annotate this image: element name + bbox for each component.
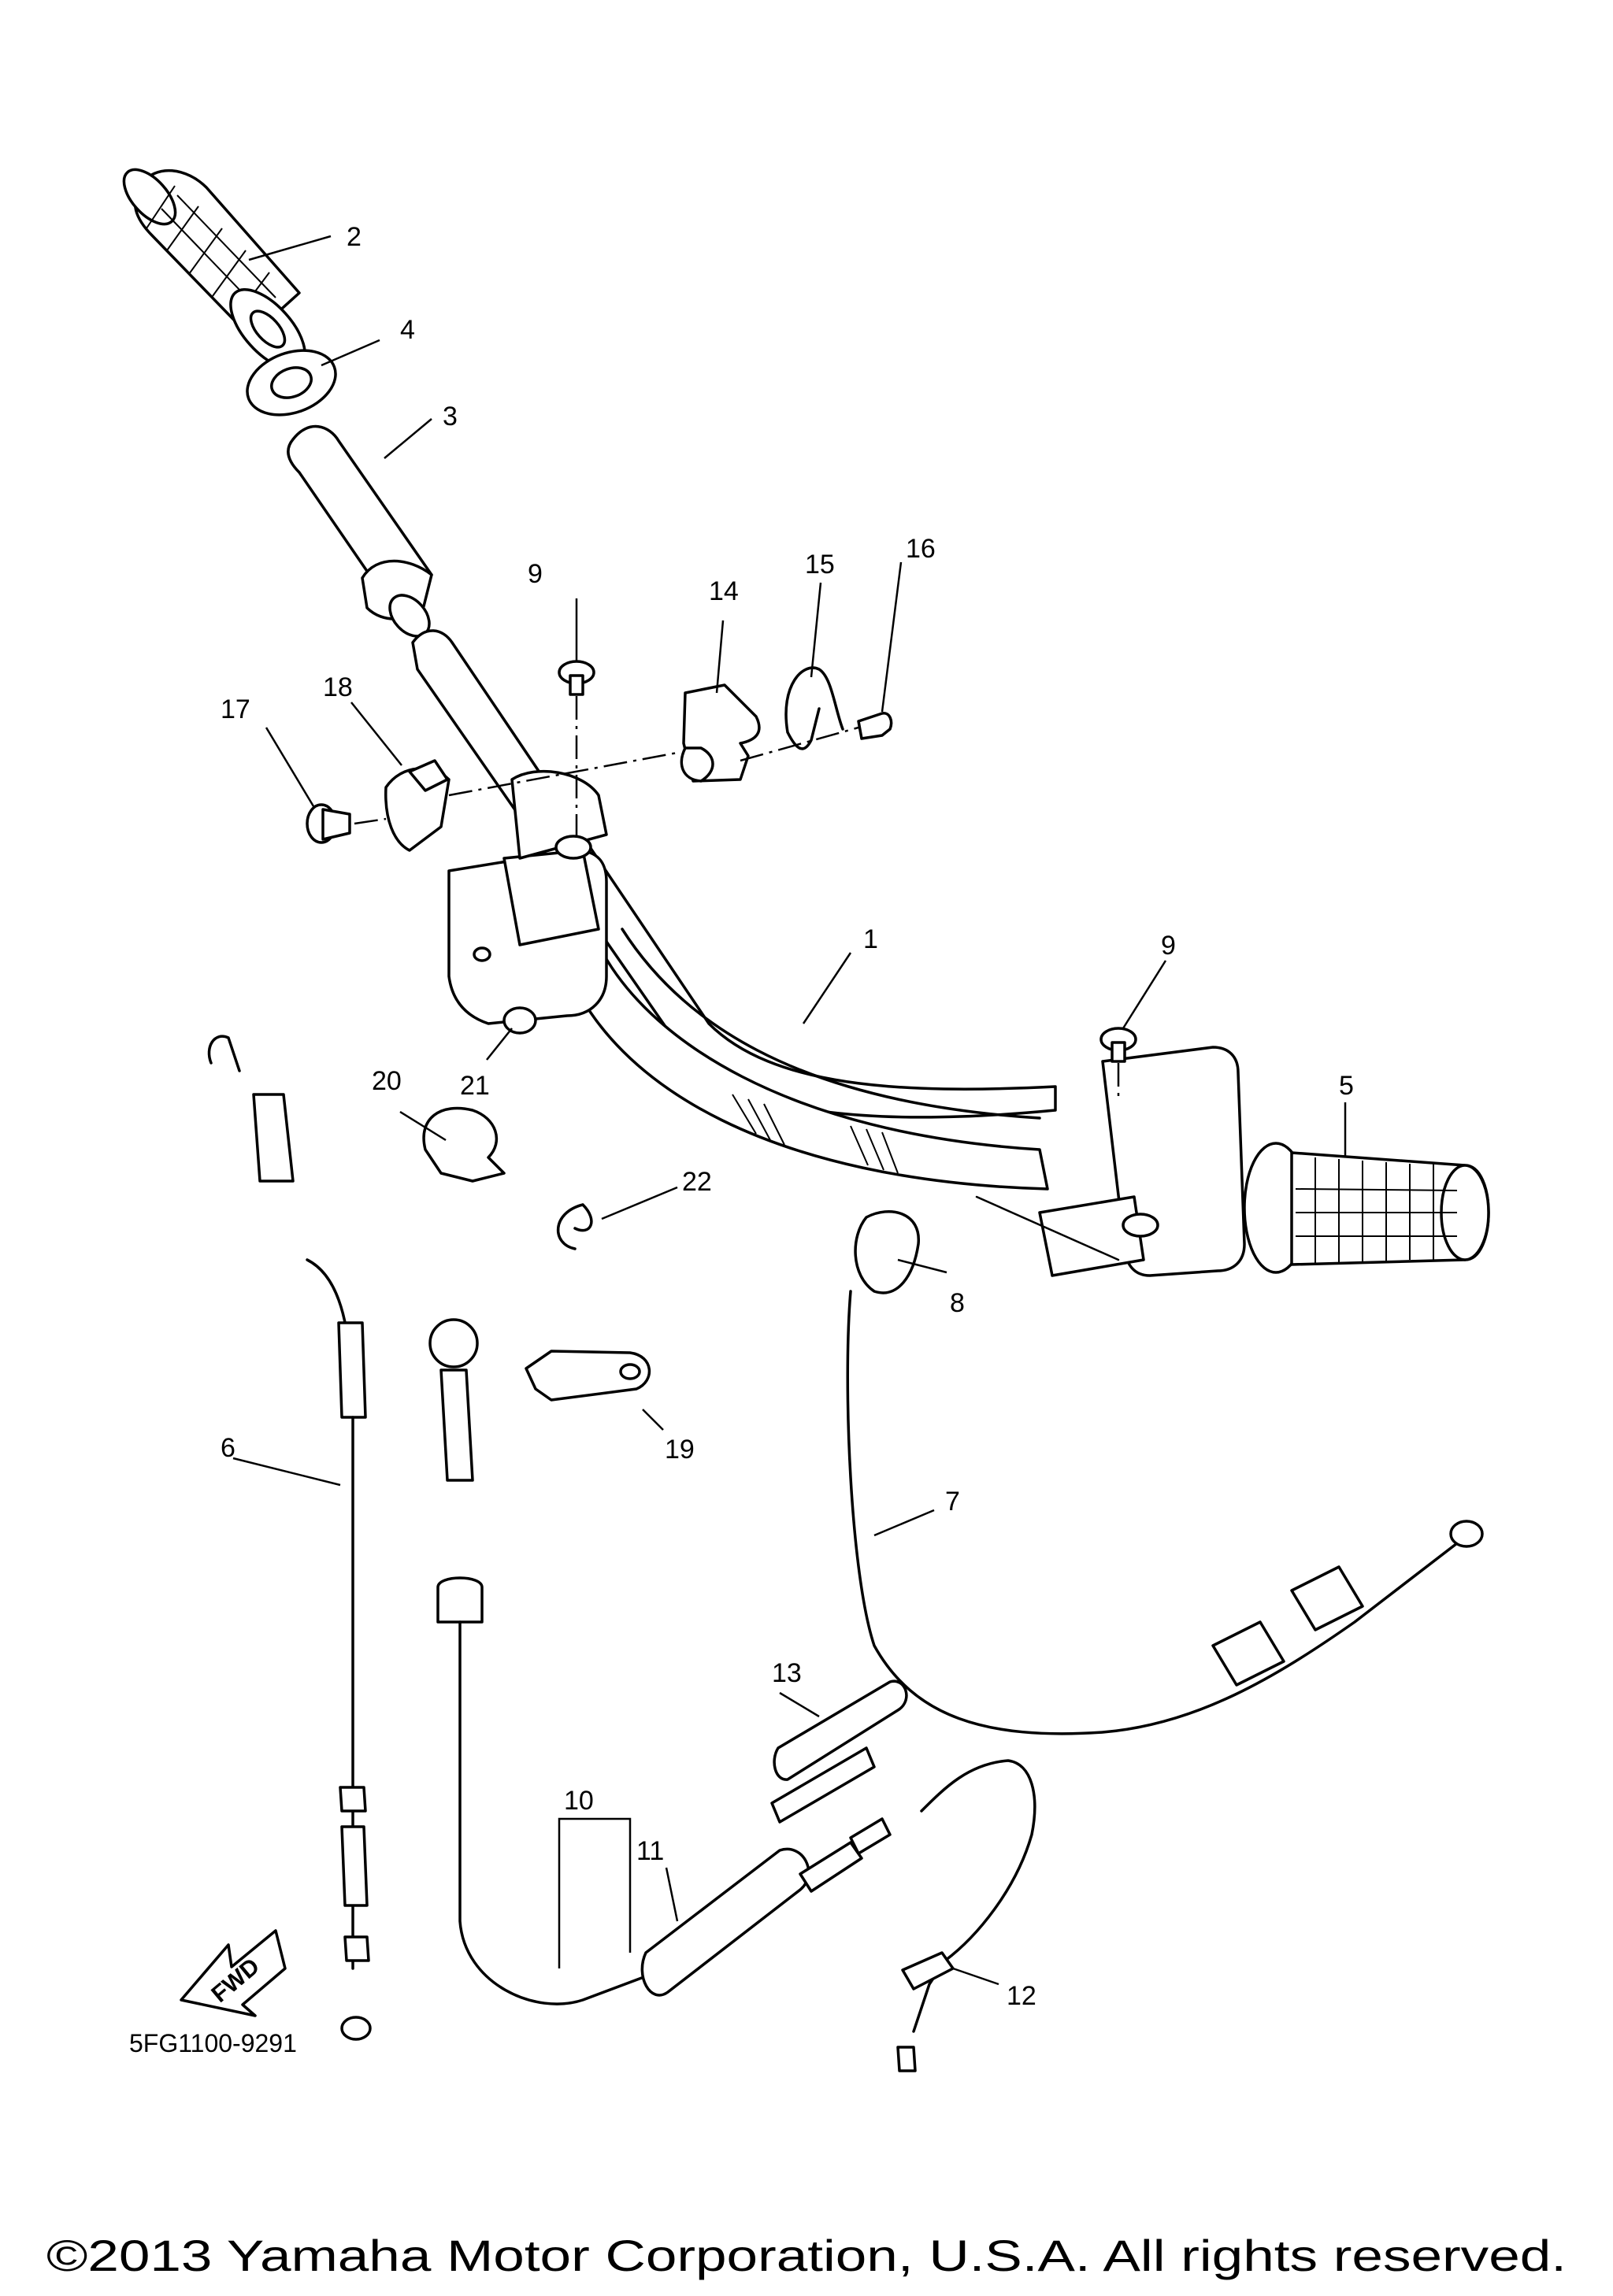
callout-9-left: 9: [528, 559, 543, 589]
callout-labels: 1 2 3 4 5 6 7 8 9 9 10 11 12 13 14 15 16…: [221, 222, 1354, 2011]
callout-1: 1: [863, 924, 878, 954]
choke-cable[interactable]: [428, 1318, 647, 2005]
handlebar[interactable]: [411, 629, 1057, 1191]
cap-21[interactable]: [502, 1006, 537, 1035]
bracket-19[interactable]: [525, 1350, 651, 1402]
callout-15: 15: [805, 550, 835, 580]
left-grip[interactable]: [115, 161, 318, 381]
callout-18: 18: [323, 672, 353, 702]
callout-4: 4: [400, 315, 415, 345]
clip-16[interactable]: [784, 666, 844, 750]
callout-20: 20: [372, 1066, 402, 1096]
screw-9-left[interactable]: [558, 660, 595, 839]
cable-6[interactable]: [207, 1035, 372, 2041]
callout-12: 12: [1007, 1981, 1036, 2011]
drawing-code: 5FG1100-9291: [129, 2029, 297, 2057]
fwd-arrow: FWD: [180, 1929, 287, 2017]
clip-20[interactable]: [422, 1106, 506, 1183]
starter-plunger[interactable]: [640, 1817, 892, 1997]
throttle-tube[interactable]: [287, 424, 437, 644]
callout-14: 14: [709, 576, 739, 606]
callout-16: 16: [906, 534, 936, 564]
bracket-15[interactable]: [384, 751, 678, 852]
screw-17[interactable]: [740, 712, 893, 762]
right-switch-housing[interactable]: [975, 1046, 1246, 1277]
right-grip[interactable]: [1243, 1142, 1490, 1274]
cable-12[interactable]: [896, 1759, 1036, 2072]
callout-13: 13: [772, 1658, 802, 1688]
grip-collar[interactable]: [239, 339, 345, 426]
callout-8: 8: [950, 1288, 965, 1318]
screw-9-right[interactable]: [1099, 1027, 1137, 1102]
callout-17: 17: [221, 694, 250, 724]
callout-19: 19: [665, 1435, 695, 1465]
screw-18[interactable]: [306, 803, 387, 844]
ring-22[interactable]: [556, 1203, 593, 1250]
callout-5: 5: [1339, 1071, 1354, 1101]
callout-21: 21: [460, 1071, 490, 1101]
callout-22: 22: [682, 1167, 712, 1197]
callout-9-right: 9: [1161, 931, 1176, 961]
callout-2: 2: [347, 222, 362, 252]
callout-6: 6: [221, 1433, 235, 1463]
holder-13[interactable]: [770, 1679, 908, 1824]
throttle-cable-7[interactable]: [846, 1210, 1484, 1735]
clamp-14[interactable]: [680, 683, 761, 783]
callout-11: 11: [636, 1836, 664, 1866]
callout-7: 7: [945, 1487, 960, 1516]
leader-lines: [232, 235, 1347, 1986]
left-switch-housing[interactable]: [447, 769, 608, 1025]
callout-3: 3: [443, 402, 458, 431]
callout-10: 10: [564, 1786, 594, 1816]
copyright-notice: ©2013 Yamaha Motor Corporation, U.S.A. A…: [46, 2231, 1567, 2280]
